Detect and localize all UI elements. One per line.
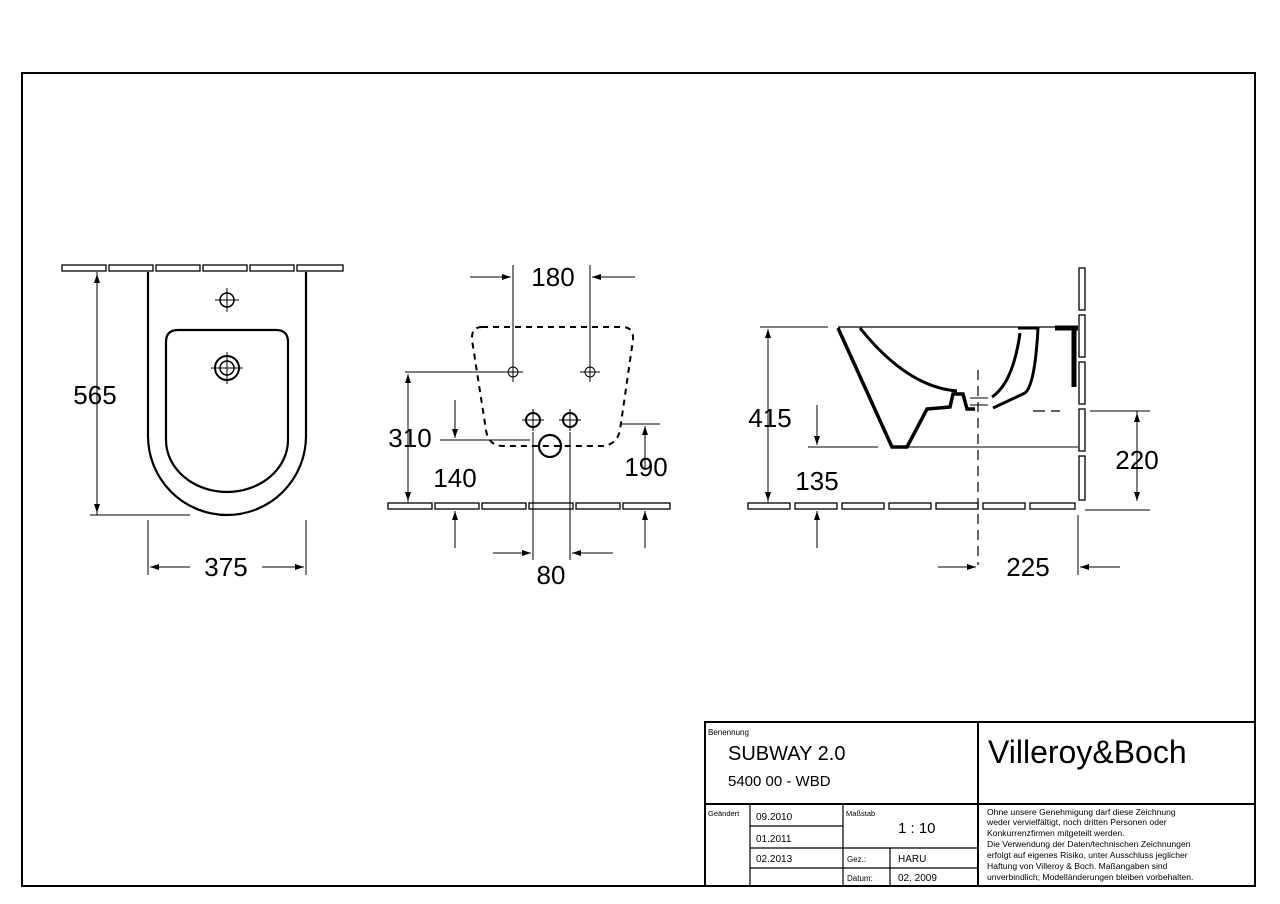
product-name: SUBWAY 2.0 bbox=[728, 743, 845, 765]
scale-value: 1 : 10 bbox=[898, 820, 936, 837]
dim-135: 135 bbox=[795, 466, 838, 496]
floor-strip bbox=[387, 502, 671, 510]
rear-view bbox=[387, 265, 671, 560]
disclaimer-line: Die Verwendung der Daten/technischen Zei… bbox=[987, 839, 1191, 849]
disclaimer-line: Ohne unsere Genehmigung darf diese Zeich… bbox=[987, 807, 1176, 817]
disclaimer: Ohne unsere Genehmigung darf diese Zeich… bbox=[986, 807, 1193, 882]
revision-date: 02.2013 bbox=[756, 854, 793, 865]
dim-220: 220 bbox=[1115, 445, 1158, 475]
revision-date: 01.2011 bbox=[756, 834, 792, 845]
bidet-profile bbox=[836, 327, 975, 449]
basin-outline bbox=[164, 328, 290, 494]
title-block bbox=[704, 721, 1256, 887]
front-view bbox=[61, 264, 344, 575]
wall-bracket bbox=[1055, 325, 1078, 387]
disclaimer-line: erfolgt auf eigenes Risiko, unter Aussch… bbox=[987, 850, 1188, 860]
benennung-label: Benennung bbox=[708, 728, 749, 737]
dim-180: 180 bbox=[531, 262, 574, 292]
disclaimer-line: Konkurrenzfirmen mitgeteilt werden. bbox=[987, 828, 1125, 838]
article-number: 5400 00 - WBD bbox=[728, 773, 831, 790]
dim-415: 415 bbox=[748, 403, 791, 433]
drain-hole-icon bbox=[537, 433, 563, 459]
geaendert-label: Geändert bbox=[708, 809, 740, 818]
bidet-outline bbox=[146, 272, 308, 517]
mounting-outline bbox=[470, 326, 635, 447]
drawing-frame bbox=[21, 72, 1256, 887]
wall-strip bbox=[61, 264, 344, 272]
disclaimer-line: unverbindlich; Modelländerungen bleiben … bbox=[987, 872, 1193, 882]
gez-label: Gez.: bbox=[847, 855, 866, 864]
datum-label: Datum: bbox=[847, 874, 873, 883]
dim-565: 565 bbox=[73, 380, 116, 410]
side-view bbox=[747, 267, 1150, 575]
drawing-date: 02. 2009 bbox=[898, 873, 937, 884]
dim-310: 310 bbox=[388, 423, 431, 453]
wall-strip bbox=[1078, 267, 1086, 501]
brand-name: Villeroy&Boch bbox=[988, 734, 1187, 770]
dim-225: 225 bbox=[1006, 552, 1049, 582]
disclaimer-line: weder vervielfältigt, noch dritten Perso… bbox=[986, 817, 1167, 827]
drawn-by: HARU bbox=[898, 854, 926, 865]
floor-strip bbox=[747, 502, 1076, 510]
dim-375: 375 bbox=[204, 552, 247, 582]
massstab-label: Maßstab bbox=[846, 809, 875, 818]
revision-date: 09.2010 bbox=[756, 812, 793, 823]
disclaimer-line: Haftung von Villeroy & Boch. Maßangaben … bbox=[987, 861, 1168, 871]
dim-190: 190 bbox=[624, 452, 667, 482]
dim-140: 140 bbox=[433, 463, 476, 493]
dim-80: 80 bbox=[537, 560, 566, 590]
